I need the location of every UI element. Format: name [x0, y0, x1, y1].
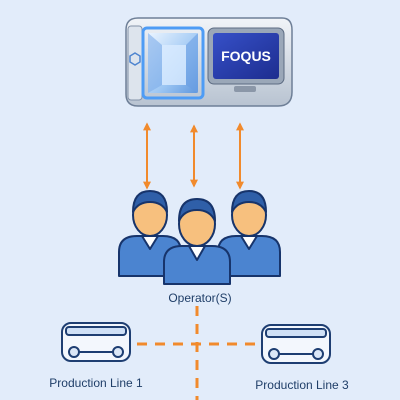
machine-brand-text: FOQUS [221, 48, 271, 64]
production-line-1-icon [61, 322, 131, 362]
operators-label: Operator(S) [168, 291, 232, 305]
operators-group-icon [118, 190, 281, 285]
inspection-machine [125, 17, 293, 107]
production-line-1-label: Production Line 1 [49, 376, 143, 390]
production-line-3-label: Production Line 3 [255, 378, 349, 392]
production-line-3-icon [261, 324, 331, 364]
hexagon-badge-icon [129, 52, 141, 66]
